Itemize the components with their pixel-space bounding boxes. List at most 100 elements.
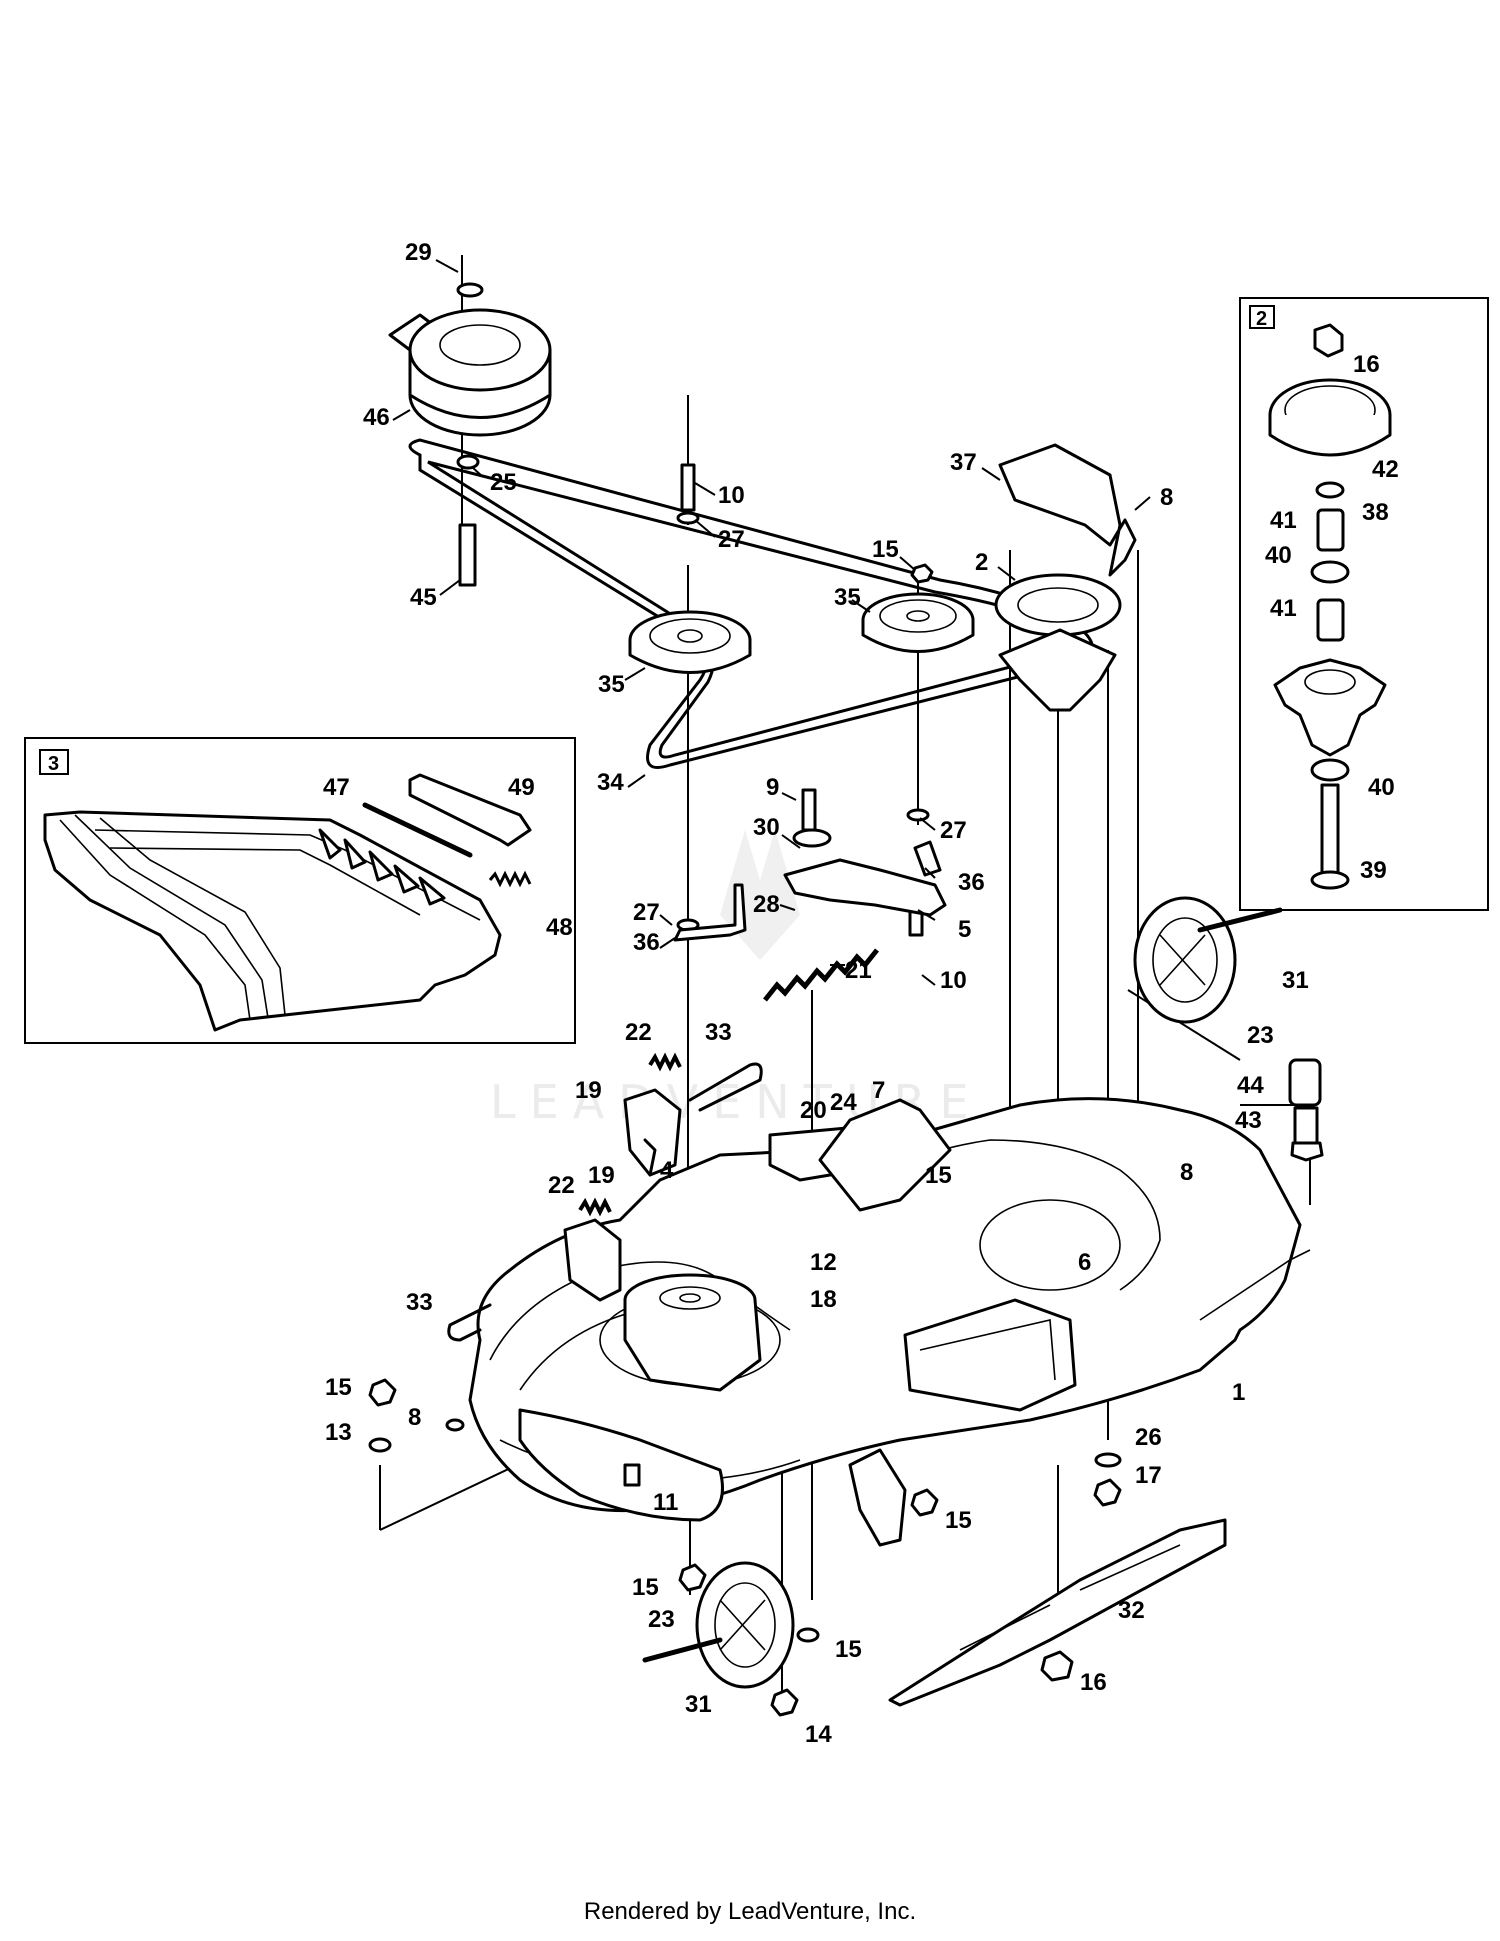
mulch-rod <box>362 802 473 858</box>
spindle-shaft <box>1320 783 1340 877</box>
callout-labels: 29 46 25 45 10 27 15 35 2 37 8 35 34 9 3… <box>323 239 1399 1748</box>
callout-15-left: 15 <box>325 1374 352 1401</box>
callout-34: 34 <box>597 769 624 796</box>
hanger-springs <box>578 1052 682 1217</box>
callout-36-right: 36 <box>958 869 985 896</box>
callout-2: 2 <box>975 549 988 576</box>
callout-41-lower: 41 <box>1270 595 1297 622</box>
belt-keeper-bracket-left <box>673 883 747 942</box>
electric-pto-clutch <box>388 282 552 437</box>
callout-15-upper: 15 <box>872 536 899 563</box>
mulch-teeth <box>318 828 446 906</box>
callout-8-upper: 8 <box>1160 484 1173 511</box>
inset-2-spindle-assembly: 2 <box>1239 297 1489 911</box>
callout-46: 46 <box>363 404 390 431</box>
callout-22-upper: 22 <box>625 1019 652 1046</box>
spindle-washer <box>1315 481 1345 499</box>
callout-12: 12 <box>810 1249 837 1276</box>
belt-guard-bracket <box>998 443 1137 577</box>
callout-16-lower: 16 <box>1080 1669 1107 1696</box>
callout-36-left: 36 <box>633 929 660 956</box>
callout-22-lower: 22 <box>548 1172 575 1199</box>
callout-31-upper: 31 <box>1282 967 1309 994</box>
spindle-bearing-lower <box>1310 758 1350 782</box>
callout-14: 14 <box>805 1721 832 1748</box>
spindle-assembly <box>994 573 1122 712</box>
callout-31-lower: 31 <box>685 1691 712 1718</box>
callout-44: 44 <box>1237 1072 1264 1099</box>
callout-15-bottom: 15 <box>835 1636 862 1663</box>
callout-40-lower: 40 <box>1368 774 1395 801</box>
idler-pulley-left <box>628 610 752 674</box>
callout-39: 39 <box>1360 857 1387 884</box>
spindle-nut <box>1313 323 1344 358</box>
callout-33-lower: 33 <box>406 1289 433 1316</box>
mower-deck <box>468 1097 1311 1522</box>
callout-29: 29 <box>405 239 432 266</box>
rod-upper <box>688 1062 763 1112</box>
callout-40-upper: 40 <box>1265 542 1292 569</box>
callout-15-bracket: 15 <box>945 1507 972 1534</box>
spindle-bearing-upper <box>1310 560 1350 584</box>
callout-13: 13 <box>325 1419 352 1446</box>
callout-6: 6 <box>1078 1249 1091 1276</box>
callout-45: 45 <box>410 584 437 611</box>
callout-35-right: 35 <box>834 584 861 611</box>
callout-26: 26 <box>1135 1424 1162 1451</box>
wash-fitting <box>1288 1058 1324 1162</box>
callout-25: 25 <box>490 469 517 496</box>
callout-43: 43 <box>1235 1107 1262 1134</box>
callout-15-lower-left: 15 <box>632 1574 659 1601</box>
rear-hanger-bracket <box>563 1218 622 1302</box>
callout-21: 21 <box>845 957 872 984</box>
callout-32: 32 <box>1118 1597 1145 1624</box>
callout-42: 42 <box>1372 456 1399 483</box>
callout-11: 11 <box>653 1489 678 1516</box>
wheel-bolt-lower <box>642 1637 723 1663</box>
callout-10-lower: 10 <box>940 967 967 994</box>
idler-spring <box>763 948 879 1002</box>
callout-19-upper: 19 <box>575 1077 602 1104</box>
inset-3-label: 3 <box>48 753 59 775</box>
callout-35-left: 35 <box>598 671 625 698</box>
mulch-bracket <box>408 773 532 847</box>
callout-1: 1 <box>1232 1379 1245 1406</box>
callout-23-upper: 23 <box>1247 1022 1274 1049</box>
front-hanger-bracket <box>623 1088 682 1177</box>
callout-27-upper: 27 <box>718 526 745 553</box>
hardware-bottom <box>368 1378 1122 1717</box>
callout-10-upper: 10 <box>718 482 745 509</box>
gauge-wheel-upper <box>1133 896 1237 1024</box>
spindle-housing <box>1273 658 1387 757</box>
callout-8-right: 8 <box>1180 1159 1193 1186</box>
spindle-spacer-lower <box>1316 598 1345 642</box>
idler-pulley-right <box>861 592 975 653</box>
idler-arm <box>783 858 947 917</box>
callout-38: 38 <box>1362 499 1389 526</box>
inset-2-label: 2 <box>1256 308 1267 330</box>
mulch-spring <box>488 870 532 888</box>
callout-9: 9 <box>766 774 779 801</box>
callout-41-upper: 41 <box>1270 507 1297 534</box>
inset-3-mulch-kit: 3 <box>24 737 576 1044</box>
clutch-bolt <box>456 454 480 587</box>
callout-30: 30 <box>753 814 780 841</box>
deck-hanger-bracket <box>818 1098 952 1212</box>
callout-23-lower: 23 <box>648 1606 675 1633</box>
callout-28: 28 <box>753 891 780 918</box>
anti-scalp-bracket <box>848 1448 907 1547</box>
deck-discharge <box>518 1408 724 1522</box>
callout-4: 4 <box>660 1157 674 1184</box>
callout-27-left: 27 <box>633 899 660 926</box>
callout-24: 24 <box>830 1089 857 1116</box>
callout-8-left: 8 <box>408 1404 421 1431</box>
spindle-spacer-upper <box>1316 508 1345 552</box>
callout-16-inset: 16 <box>1353 351 1380 378</box>
callout-33-upper: 33 <box>705 1019 732 1046</box>
mower-blade <box>888 1518 1227 1707</box>
callout-47: 47 <box>323 774 350 801</box>
leader-lines <box>392 259 1151 986</box>
callout-49: 49 <box>508 774 535 801</box>
belt-keeper-bracket <box>913 840 942 877</box>
